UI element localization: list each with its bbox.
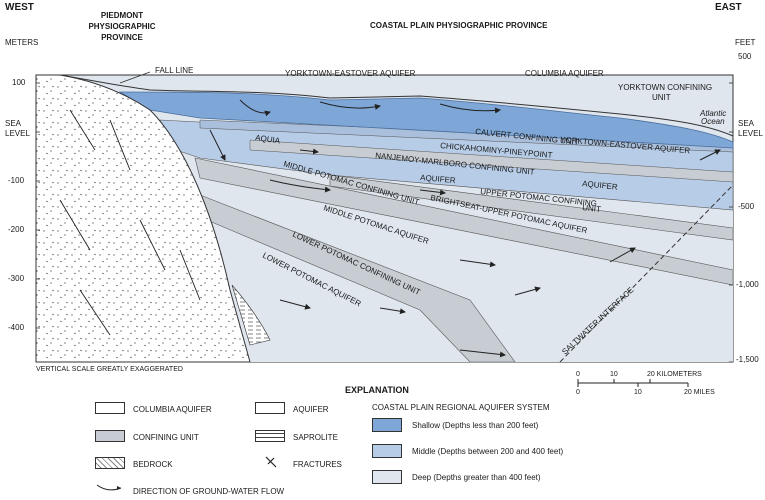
label-aquia: AQUIA xyxy=(255,133,282,145)
label-aquifer-2: AQUIFER xyxy=(582,179,619,192)
right-tick-m1500: -1,500 xyxy=(736,355,759,364)
scale-mi-10: 10 xyxy=(634,389,642,396)
fall-line-pointer xyxy=(119,71,151,84)
flow-arrows xyxy=(209,99,721,358)
legend-flow-arrow-icon xyxy=(96,484,122,491)
left-tick-m100: -100 xyxy=(8,176,25,185)
legend-middle: Middle (Depths between 200 and 400 feet) xyxy=(412,447,564,456)
right-tick-500: 500 xyxy=(738,52,752,61)
left-tick-level: LEVEL xyxy=(5,129,30,138)
system-title: COASTAL PLAIN REGIONAL AQUIFER SYSTEM xyxy=(372,403,550,412)
label-unit-small: UNIT xyxy=(582,203,602,214)
legend-swatch-columbia xyxy=(95,402,125,414)
label-atlantic-1: Atlantic xyxy=(699,109,726,118)
left-tick-m300: -300 xyxy=(8,274,25,283)
scale-km-10: 10 xyxy=(610,371,618,378)
left-tick-sea: SEA xyxy=(5,119,22,128)
legend-swatch-confining xyxy=(95,430,125,442)
left-tick-m400: -400 xyxy=(8,323,25,332)
legend-deep: Deep (Depths greater than 400 feet) xyxy=(412,473,541,482)
label-yorktown-confining-2: UNIT xyxy=(652,93,671,102)
left-axis-unit: METERS xyxy=(5,38,39,47)
label-aquifer-1: AQUIFER xyxy=(420,173,456,185)
legend-title: EXPLANATION xyxy=(345,385,409,395)
legend-flow-direction: DIRECTION OF GROUND-WATER FLOW xyxy=(133,487,285,496)
scale-mi-20: 20 MILES xyxy=(684,389,715,396)
right-tick-m500: -500 xyxy=(738,202,755,211)
shallow-aquifer-zone xyxy=(118,91,734,149)
legend-fractures-icon xyxy=(265,456,277,468)
legend-swatch-bedrock xyxy=(95,457,125,469)
piedmont-title-3: PROVINCE xyxy=(101,33,143,42)
legend-confining: CONFINING UNIT xyxy=(133,433,199,442)
scale-km-0: 0 xyxy=(576,371,580,378)
left-tick-m200: -200 xyxy=(8,225,25,234)
fractures xyxy=(59,109,201,336)
piedmont-title-2: PHYSIOGRAPHIC xyxy=(88,22,156,31)
legend-aquifer: AQUIFER xyxy=(293,405,329,414)
piedmont-title-1: PIEDMONT xyxy=(100,11,144,20)
legend-fractures: FRACTURES xyxy=(293,460,342,469)
legend-swatch-middle xyxy=(372,444,402,458)
label-fall-line: FALL LINE xyxy=(155,66,193,75)
label-columbia: COLUMBIA AQUIFER xyxy=(525,69,604,78)
scale-km-20: 20 KILOMETERS xyxy=(647,371,702,378)
legend-swatch-saprolite xyxy=(255,430,285,442)
right-axis-ticks xyxy=(729,82,733,363)
legend-swatch-deep xyxy=(372,470,402,484)
legend-columbia: COLUMBIA AQUIFER xyxy=(133,405,212,414)
right-tick-m1000: -1,000 xyxy=(736,280,759,289)
label-yorktown-confining-1: YORKTOWN CONFINING xyxy=(618,83,712,92)
vertical-scale-note: VERTICAL SCALE GREATLY EXAGGERATED xyxy=(36,366,183,373)
scale-bar xyxy=(577,379,689,387)
label-yorktown-eastover-top: YORKTOWN-EASTOVER AQUIFER xyxy=(285,69,416,78)
direction-east: EAST xyxy=(715,2,742,13)
right-tick-level: LEVEL xyxy=(738,129,763,138)
legend-swatch-shallow xyxy=(372,418,402,432)
legend-bedrock: BEDROCK xyxy=(133,460,173,469)
left-axis-ticks xyxy=(36,82,40,329)
label-atlantic-2: Ocean xyxy=(701,117,725,126)
nanjemoy-confining-unit xyxy=(249,139,734,183)
legend-saprolite: SAPROLITE xyxy=(293,433,338,442)
coastal-title: COASTAL PLAIN PHYSIOGRAPHIC PROVINCE xyxy=(370,21,548,30)
right-tick-sea: SEA xyxy=(738,119,755,128)
legend-swatch-aquifer xyxy=(255,402,285,414)
columbia-aquifer-surface xyxy=(36,74,734,137)
legend-shallow: Shallow (Depths less than 200 feet) xyxy=(412,421,539,430)
deep-aquifer-zone xyxy=(180,150,733,362)
saltwater-interface-line xyxy=(559,184,734,363)
right-axis-unit: FEET xyxy=(735,38,756,47)
scale-mi-0: 0 xyxy=(576,389,580,396)
saprolite-patch xyxy=(231,284,271,346)
direction-west: WEST xyxy=(5,2,34,13)
left-tick-100: 100 xyxy=(12,78,26,87)
